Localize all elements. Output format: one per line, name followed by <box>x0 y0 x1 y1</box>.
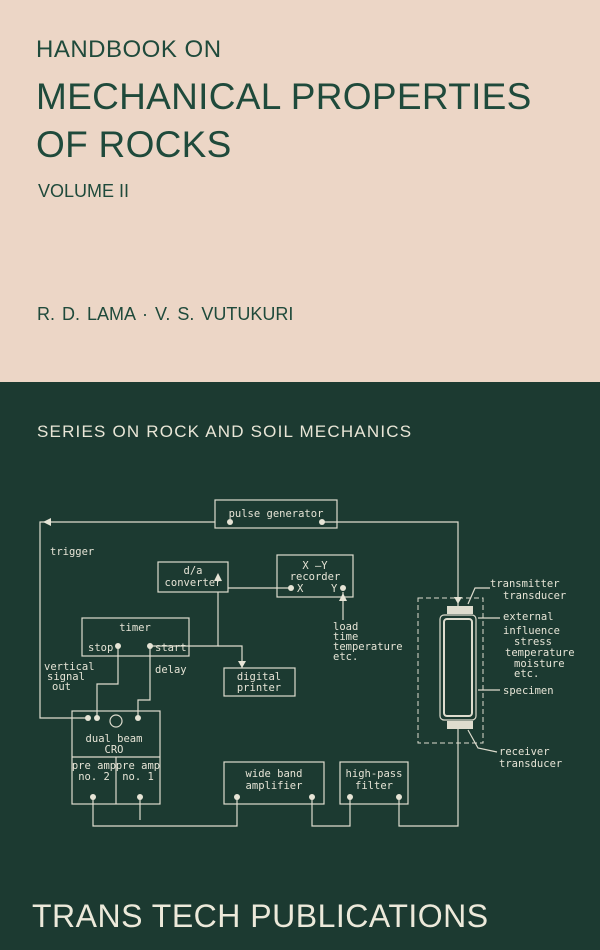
stop-label: stop <box>88 642 113 654</box>
volume-label: VOLUME II <box>38 181 130 201</box>
preamp2-label-2: no. 2 <box>78 771 110 783</box>
cover-top-panel <box>0 0 600 382</box>
transmitter-transducer <box>447 606 473 614</box>
load-label-4: etc. <box>333 651 358 663</box>
delay-label: delay <box>155 664 187 676</box>
external-label-6: etc. <box>514 668 539 680</box>
receiver-transducer <box>447 721 473 729</box>
start-label: start <box>155 642 187 654</box>
xy-recorder-x-label: X <box>297 583 304 595</box>
cover-bottom-panel <box>0 382 600 950</box>
pulse-generator-label: pulse generator <box>229 508 324 520</box>
authors: R. D. LAMA · V. S. VUTUKURI <box>37 304 294 324</box>
digital-printer-label-1: digital <box>237 671 281 683</box>
specimen-label: specimen <box>503 685 554 697</box>
series-title: SERIES ON ROCK AND SOIL MECHANICS <box>37 422 413 441</box>
wideband-label-2: amplifier <box>246 780 303 792</box>
cro-label-2: CRO <box>105 744 124 756</box>
specimen-outer <box>439 614 477 721</box>
external-label-5: moisture <box>514 658 565 670</box>
highpass-filter-box <box>339 761 409 805</box>
publisher: TRANS TECH PUBLICATIONS <box>32 898 489 934</box>
da-converter-label-1: d/a <box>184 565 203 577</box>
transmitter-label-2: transducer <box>503 590 566 602</box>
preamp2-label-1: pre amp <box>72 760 116 772</box>
transmitter-label-1: transmitter <box>490 578 560 590</box>
da-converter-box <box>157 561 229 593</box>
wideband-label-1: wide band <box>246 768 303 780</box>
vertical-signal-label-2: signal <box>47 671 85 683</box>
external-label-4: temperature <box>505 647 575 659</box>
external-label-1: external <box>503 611 554 623</box>
receiver-label-2: transducer <box>499 758 562 770</box>
book-title-line-1: MECHANICAL PROPERTIES <box>36 76 532 117</box>
xy-recorder-label-2: recorder <box>290 571 341 583</box>
vertical-signal-label-1: vertical <box>44 661 95 673</box>
digital-printer-box <box>223 667 296 697</box>
digital-printer-label-2: printer <box>237 682 281 694</box>
book-title-line-2: OF ROCKS <box>36 124 232 165</box>
timer-box <box>81 617 190 657</box>
trigger-label: trigger <box>50 546 94 558</box>
preamp1-label-2: no. 1 <box>122 771 154 783</box>
highpass-label-1: high-pass <box>346 768 403 780</box>
xy-recorder-label-1: X —Y <box>302 560 328 572</box>
specimen <box>443 618 473 717</box>
vertical-signal-label-3: out <box>52 681 71 693</box>
xy-recorder-y-label: Y <box>331 583 338 595</box>
load-label-2: time <box>333 631 358 643</box>
preamp1-label-1: pre amp <box>116 760 160 772</box>
timer-label: timer <box>119 622 151 634</box>
pulse-generator-box <box>214 499 338 529</box>
cro-label-1: dual beam <box>86 733 143 745</box>
da-converter-label-2: converter <box>165 577 222 589</box>
external-label-2: influence <box>503 625 560 637</box>
cro-symbol <box>109 714 123 728</box>
load-label-1: load <box>333 621 358 633</box>
highpass-label-2: filter <box>355 780 393 792</box>
receiver-label-1: receiver <box>499 746 550 758</box>
test-chamber <box>417 597 484 744</box>
xy-recorder-box <box>276 554 354 598</box>
load-label-3: temperature <box>333 641 403 653</box>
external-label-3: stress <box>514 636 552 648</box>
pre-title: HANDBOOK ON <box>36 36 222 63</box>
wideband-amplifier-box <box>223 761 325 805</box>
